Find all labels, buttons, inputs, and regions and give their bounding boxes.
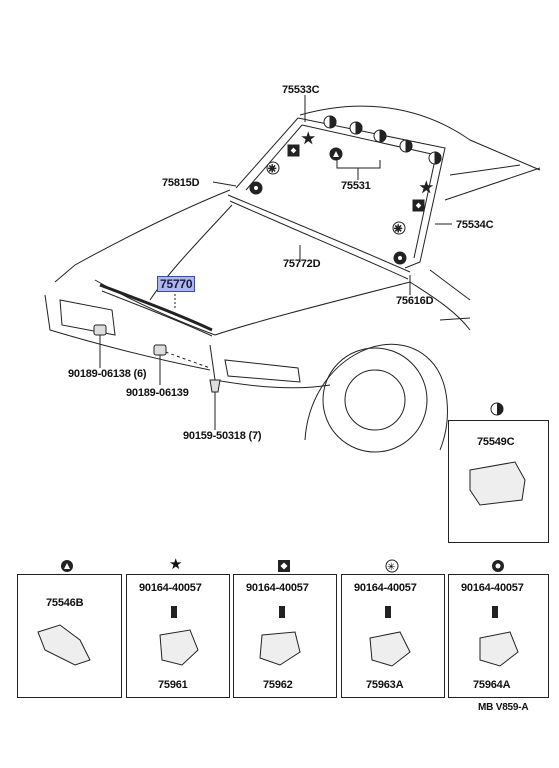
box-75546b	[17, 574, 122, 698]
asterisk-circle-icon	[392, 221, 406, 235]
star-icon: ★	[169, 555, 183, 573]
label-75770-highlighted[interactable]: 75770	[157, 276, 196, 292]
svg-text:✳: ✳	[387, 562, 395, 573]
asterisk-circle-icon: ✳	[385, 559, 399, 573]
rotate-circle-icon	[492, 560, 504, 572]
label-90189-06139: 90189-06139	[126, 387, 189, 399]
star-icon: ★	[302, 131, 315, 147]
box-75964a	[448, 574, 549, 698]
asterisk-circle-icon	[266, 161, 280, 175]
label-75616D: 75616D	[396, 295, 434, 307]
star-icon: ★	[420, 180, 433, 196]
svg-text:✳: ✳	[394, 224, 402, 235]
label-clip-90164-40057-b: 90164-40057	[246, 582, 309, 594]
hood-outline	[54, 189, 231, 283]
windshield-left-pillar	[235, 117, 299, 189]
box-75961	[126, 574, 230, 698]
fender	[409, 281, 471, 331]
bumper-outline	[44, 294, 211, 371]
label-75961: 75961	[158, 679, 188, 691]
label-75962: 75962	[263, 679, 293, 691]
label-75546B: 75546B	[46, 597, 84, 609]
windshield-clip-symbols: ★ ★ ✳ ✳	[249, 115, 442, 265]
windshield-inner-left	[245, 124, 303, 191]
svg-text:✳: ✳	[268, 164, 276, 175]
label-75533C: 75533C	[282, 84, 320, 96]
diagram-reference-code: MB V859-A	[478, 702, 529, 713]
inset-box-75549c	[448, 420, 549, 543]
label-75815D: 75815D	[162, 177, 200, 189]
part-75963a-drawing	[369, 631, 411, 667]
label-75534C: 75534C	[456, 219, 494, 231]
label-75531: 75531	[341, 180, 371, 192]
part-75549c-drawing	[469, 461, 526, 506]
wheel-inner	[344, 369, 406, 431]
label-75964A: 75964A	[473, 679, 511, 691]
windshield-upper-frame	[297, 117, 446, 269]
label-clip-90164-40057-c: 90164-40057	[354, 582, 417, 594]
triangle-circle-icon	[61, 560, 73, 572]
part-75962-drawing	[259, 631, 301, 666]
part-75961-drawing	[159, 629, 199, 666]
square-diamond-icon	[278, 560, 290, 572]
label-75772D: 75772D	[283, 258, 321, 270]
roof-outline	[299, 105, 541, 171]
wheel-arch	[304, 343, 448, 451]
box-75962	[233, 574, 337, 698]
hood-clips	[93, 324, 221, 393]
label-clip-90164-40057-d: 90164-40057	[461, 582, 524, 594]
label-clip-90164-40057-a: 90164-40057	[139, 582, 202, 594]
wheel-outer	[322, 347, 428, 453]
label-90189-06138: 90189-06138 (6)	[68, 368, 147, 380]
half-circle-icon	[490, 402, 504, 416]
part-75964a-drawing	[479, 631, 519, 667]
label-90159-50318: 90159-50318 (7)	[183, 430, 262, 442]
part-75546b-drawing	[37, 624, 91, 666]
cowl-line	[227, 194, 411, 273]
label-75963A: 75963A	[366, 679, 404, 691]
box-75963a	[341, 574, 445, 698]
label-75549C: 75549C	[477, 436, 515, 448]
hood-seal-75770	[99, 283, 213, 332]
